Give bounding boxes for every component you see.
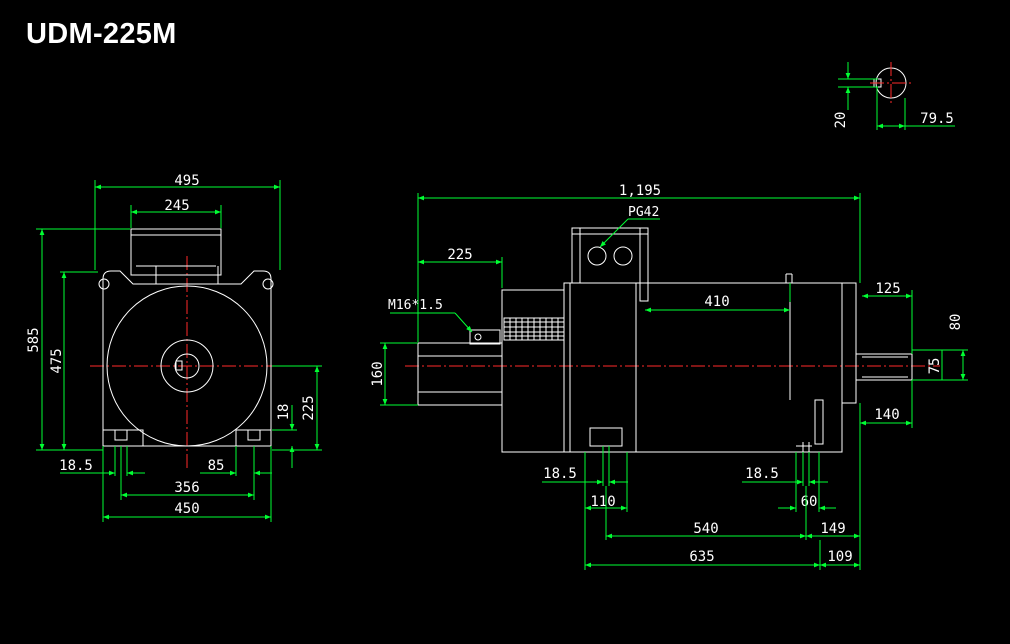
- motor-body: [563, 273, 843, 453]
- gland-hole-1: [587, 246, 607, 266]
- shaft-detail: 20 79.5: [833, 62, 955, 130]
- dim-width-total: 495: [174, 173, 199, 189]
- shaft: [855, 353, 913, 381]
- dim-overall-length: 1,195: [619, 183, 661, 199]
- dim-frame-section: 410: [704, 294, 729, 310]
- note-thread: M16*1.5: [388, 298, 443, 313]
- dim-terminal-box-width: 245: [164, 198, 189, 214]
- dim-key-depth: 79.5: [920, 111, 954, 127]
- front-feet: [102, 429, 272, 447]
- dim-total-base-length: 635: [689, 549, 714, 565]
- side-feet: [589, 427, 812, 452]
- dim-shaft-end-offset: 149: [820, 521, 845, 537]
- dim-foot-left-width: 110: [590, 494, 615, 510]
- dim-key-width: 20: [833, 112, 849, 129]
- fan-section: [501, 289, 565, 453]
- dim-shaft-key-dia: 80: [948, 314, 964, 331]
- dim-foot-width: 85: [208, 458, 225, 474]
- side-view: 1,195 225 410 125 140 160 80 75 M16*: [370, 183, 968, 570]
- shaft-key: [175, 360, 183, 371]
- motor-frame: [102, 270, 272, 447]
- hub-circle: [160, 339, 214, 393]
- dim-shaft-dia: 75: [927, 358, 943, 375]
- dim-frame-height: 475: [49, 348, 65, 373]
- dim-foot-hole: 18.5: [59, 458, 93, 474]
- dim-foot-hole-spacing: 540: [693, 521, 718, 537]
- cooling-grille: [503, 317, 565, 341]
- terminal-box: [130, 228, 222, 284]
- dim-hole-spacing: 356: [174, 480, 199, 496]
- dim-foot-right-width: 60: [801, 494, 818, 510]
- dim-shaft-length: 125: [875, 281, 900, 297]
- dim-foot-height: 18: [276, 404, 292, 421]
- shaft-circle: [174, 353, 200, 379]
- dim-flange-to-box: 225: [447, 247, 472, 263]
- dim-height-total: 585: [26, 327, 42, 352]
- front-view: 495 245 585 475 225 18 18.5 85: [26, 173, 322, 522]
- dim-flange-dia: 160: [370, 361, 386, 386]
- drawing-title: UDM-225M: [26, 18, 177, 50]
- dim-foot-hole-right: 18.5: [745, 466, 779, 482]
- left-flange: [417, 342, 503, 406]
- dim-base-width: 450: [174, 501, 199, 517]
- cable-gland: [469, 329, 501, 345]
- lifting-hole-right: [262, 278, 274, 290]
- side-terminal-box: [571, 227, 649, 284]
- gland-hole-2: [613, 246, 633, 266]
- dim-shaft-to-bearing: 140: [874, 407, 899, 423]
- dim-foot-hole-left: 18.5: [543, 466, 577, 482]
- dim-base-end-offset: 109: [827, 549, 852, 565]
- dim-shaft-height: 225: [301, 395, 317, 420]
- note-gland: PG42: [628, 205, 659, 220]
- lifting-hole-left: [98, 278, 110, 290]
- drive-end-shield: [841, 282, 857, 404]
